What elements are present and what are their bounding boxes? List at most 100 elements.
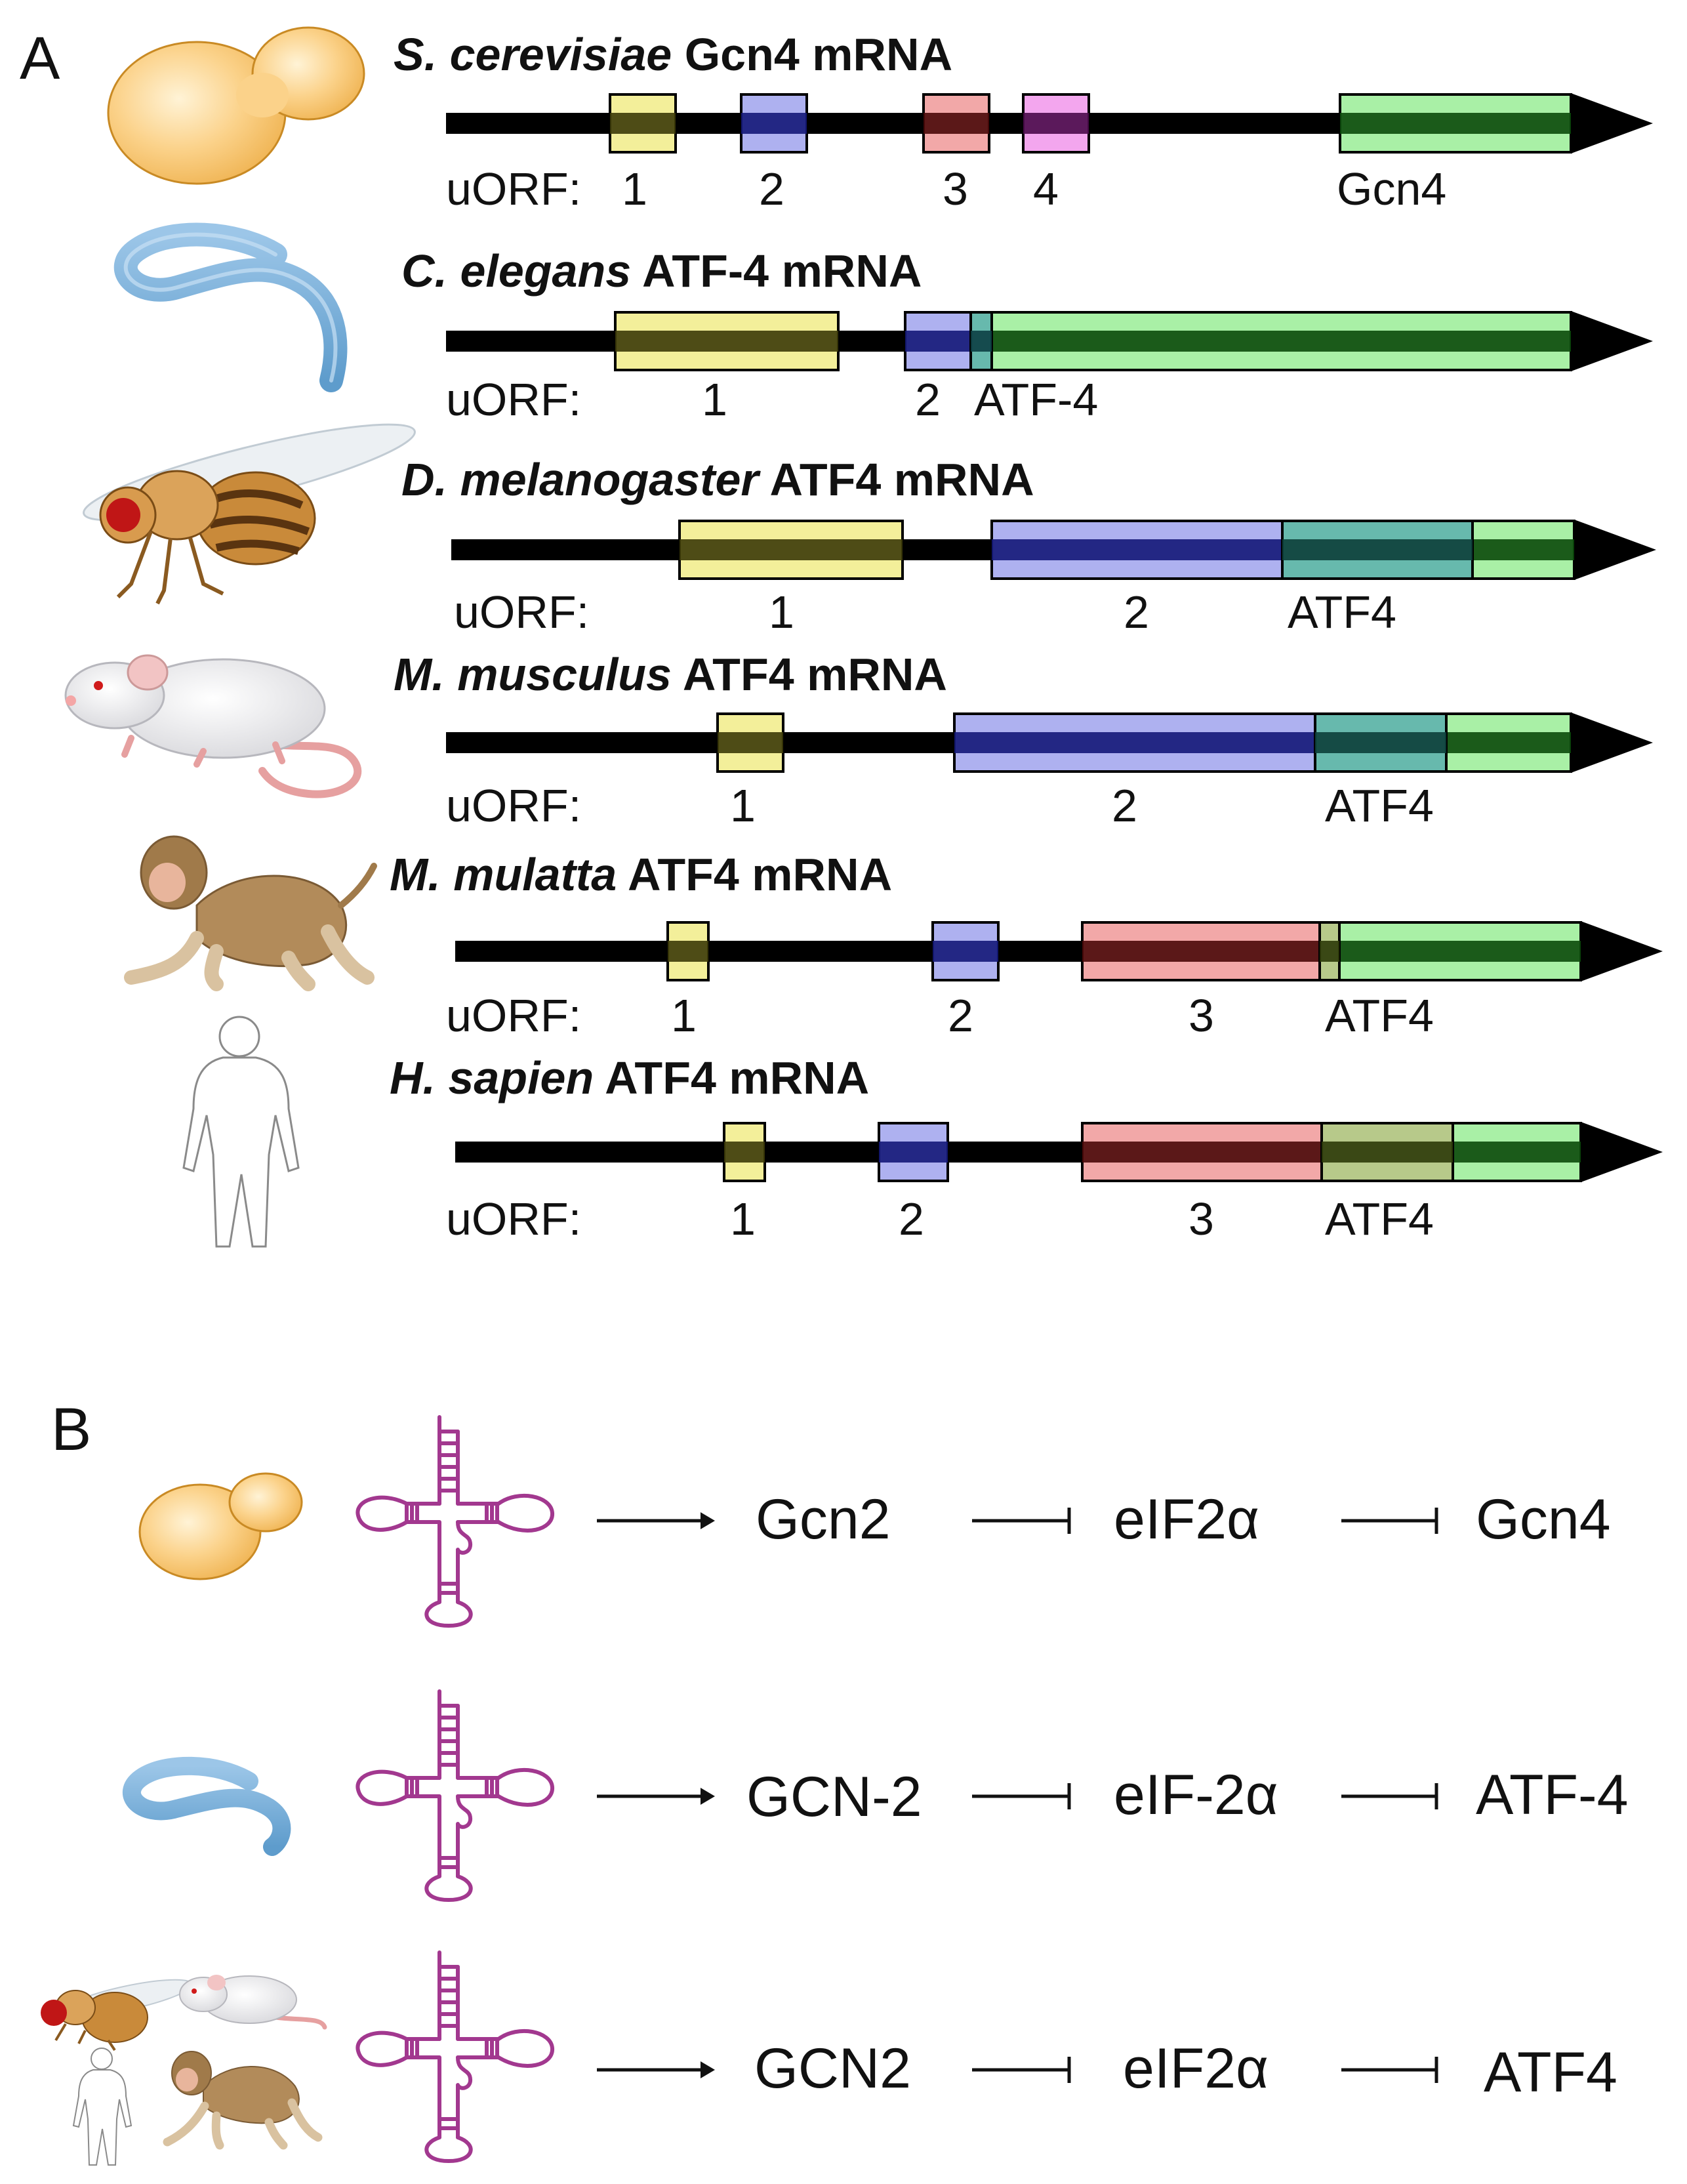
svg-text:D. melanogaster ATF4 mRNA: D. melanogaster ATF4 mRNA <box>401 454 1034 505</box>
uorf-prefix-label: uORF: <box>446 1193 581 1245</box>
activation-arrow <box>597 1788 715 1805</box>
cds-label: ATF4 <box>1325 990 1434 1041</box>
cds-label: ATF-4 <box>974 374 1098 425</box>
uorf-2-label: 2 <box>759 163 784 215</box>
uorf-1-label: 1 <box>702 374 727 425</box>
inhibition-arrow <box>1341 2057 1438 2083</box>
mrna-track-celegans <box>446 311 1653 371</box>
inhibition-arrow <box>1341 1508 1438 1534</box>
inhibition-arrow <box>972 2057 1071 2083</box>
target-label: ATF4 <box>1484 2041 1617 2104</box>
kinase-label: GCN-2 <box>746 1765 922 1828</box>
mrna-track-mmusculus <box>446 712 1653 773</box>
uorf-1-label: 1 <box>730 780 756 831</box>
factor-label: eIF-2α <box>1114 1763 1278 1826</box>
uorf-2-label: 2 <box>1124 587 1149 638</box>
uorf-2-label: 2 <box>1112 780 1137 831</box>
uorf-prefix-label: uORF: <box>446 780 581 831</box>
inhibition-arrow <box>972 1508 1071 1534</box>
human-icon <box>182 1016 300 1248</box>
uorf-3-label: 3 <box>943 163 968 215</box>
yeast-icon <box>107 26 365 185</box>
uorf-1-label: 1 <box>769 587 794 638</box>
mrna-arrowhead <box>1581 1122 1663 1182</box>
mrna-track-hsapien <box>455 1122 1663 1182</box>
uorf-2-label: 2 <box>948 990 973 1041</box>
title-celegans: C. elegans ATF-4 mRNA <box>401 245 922 297</box>
mrna-arrowhead <box>1571 712 1653 773</box>
target-label: Gcn4 <box>1476 1488 1611 1551</box>
yeast-icon <box>138 1472 303 1580</box>
activation-arrow <box>597 2061 715 2078</box>
uorf-prefix-label: uORF: <box>446 374 581 425</box>
uorf-1-label: 1 <box>622 163 647 215</box>
species-name: C. elegans <box>401 245 631 297</box>
mrna-arrowhead <box>1581 921 1663 981</box>
inhibition-arrow <box>972 1783 1071 1809</box>
svg-text:H. sapien ATF4 mRNA: H. sapien ATF4 mRNA <box>390 1052 869 1103</box>
uorf-prefix-label: uORF: <box>446 163 581 215</box>
species-name: H. sapien <box>390 1052 594 1103</box>
gene-name: ATF4 mRNA <box>683 649 947 700</box>
factor-label: eIF2α <box>1114 1488 1259 1551</box>
gene-name: ATF4 mRNA <box>769 454 1034 505</box>
uorf-4-label: 4 <box>1033 163 1059 215</box>
inhibition-arrow <box>1341 1783 1438 1809</box>
title-hsapien: H. sapien ATF4 mRNA <box>390 1052 869 1103</box>
title-dmelanogaster: D. melanogaster ATF4 mRNA <box>401 454 1034 505</box>
macaque-icon <box>124 835 377 991</box>
trna-icon <box>357 1691 552 1900</box>
gene-name: ATF-4 mRNA <box>642 245 922 297</box>
uorf-2-label: 2 <box>899 1193 924 1245</box>
svg-text:M. musculus ATF4 mRNA: M. musculus ATF4 mRNA <box>394 649 947 700</box>
uorf-2-label: 2 <box>915 374 941 425</box>
gene-name: ATF4 mRNA <box>628 849 892 900</box>
uorf-3-label: 3 <box>1189 1193 1214 1245</box>
cds-label: ATF4 <box>1325 780 1434 831</box>
mrna-arrowhead <box>1571 93 1653 154</box>
mrna-track-scerevisiae <box>446 93 1653 154</box>
title-mmulatta: M. mulatta ATF4 mRNA <box>390 849 892 900</box>
trna-icon <box>357 1952 552 2161</box>
svg-text:C. elegans ATF-4 mRNA: C. elegans ATF-4 mRNA <box>401 245 922 297</box>
kinase-label: GCN2 <box>754 2037 911 2100</box>
mrna-arrowhead <box>1571 311 1653 371</box>
uorf-3-label: 3 <box>1189 990 1214 1041</box>
trna-icon <box>357 1417 552 1626</box>
svg-text:S. cerevisiae Gcn4 mRNA: S. cerevisiae Gcn4 mRNA <box>394 29 952 80</box>
species-name: S. cerevisiae <box>394 29 672 80</box>
panel-a-label: A <box>20 25 60 92</box>
kinase-label: Gcn2 <box>756 1488 891 1551</box>
macaque-icon <box>163 2051 323 2150</box>
uorf-1-label: 1 <box>671 990 697 1041</box>
title-mmusculus: M. musculus ATF4 mRNA <box>394 649 947 700</box>
cds-label: ATF4 <box>1325 1193 1434 1245</box>
panel-b-label: B <box>51 1396 91 1463</box>
cds-label: Gcn4 <box>1337 163 1446 215</box>
species-name: M. mulatta <box>390 849 617 900</box>
uorf-1-label: 1 <box>730 1193 756 1245</box>
gene-name: ATF4 mRNA <box>605 1052 869 1103</box>
species-name: D. melanogaster <box>401 454 761 505</box>
mouse-icon <box>179 1975 327 2030</box>
mrna-arrowhead <box>1574 520 1656 580</box>
worm-icon <box>113 222 348 392</box>
worm-icon <box>123 1756 291 1856</box>
mrna-track-mmulatta <box>455 921 1663 981</box>
mrna-track-dmelanogaster <box>451 520 1656 580</box>
mouse-icon <box>64 654 362 798</box>
fly-icon <box>41 1979 193 2051</box>
human-icon <box>72 2048 132 2166</box>
cds-label: ATF4 <box>1288 587 1396 638</box>
svg-text:M. mulatta ATF4 mRNA: M. mulatta ATF4 mRNA <box>390 849 892 900</box>
species-name: M. musculus <box>394 649 672 700</box>
factor-label: eIF2α <box>1123 2037 1269 2100</box>
fly-icon <box>83 423 416 605</box>
activation-arrow <box>597 1512 715 1529</box>
uorf-prefix-label: uORF: <box>454 587 589 638</box>
title-scerevisiae: S. cerevisiae Gcn4 mRNA <box>394 29 952 80</box>
uorf-prefix-label: uORF: <box>446 990 581 1041</box>
target-label: ATF-4 <box>1476 1763 1629 1826</box>
gene-name: Gcn4 mRNA <box>685 29 952 80</box>
